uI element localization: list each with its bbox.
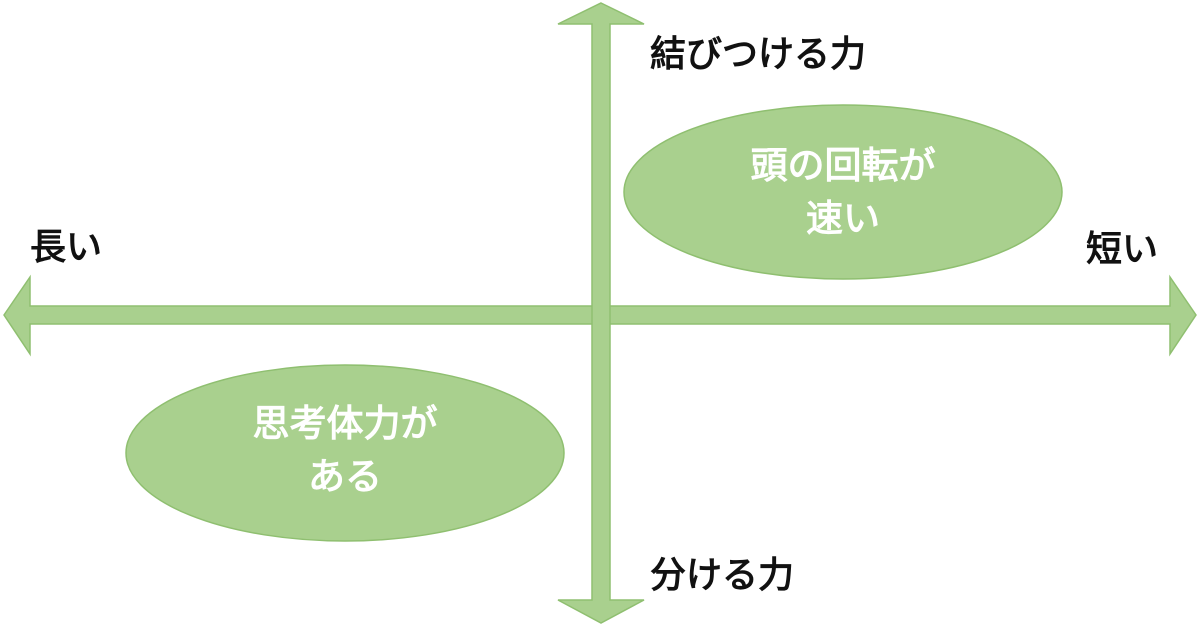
vertical-axis-arrow <box>557 2 645 624</box>
upper-right-ellipse <box>623 104 1063 280</box>
lower-left-ellipse <box>125 364 565 542</box>
upper-right-ellipse-text: 頭の回転が 速い <box>623 140 1063 245</box>
top-axis-label: 結びつける力 <box>650 34 867 75</box>
upper-right-line2: 速い <box>806 196 880 240</box>
right-axis-label: 短い <box>1086 229 1159 270</box>
lower-left-line1: 思考体力が <box>252 402 438 445</box>
lower-left-ellipse-text: 思考体力が ある <box>125 398 565 503</box>
bottom-axis-label: 分ける力 <box>650 555 795 596</box>
lower-left-line2: ある <box>308 454 382 498</box>
left-axis-label: 長い <box>30 227 103 268</box>
upper-right-line1: 頭の回転が <box>750 144 936 187</box>
